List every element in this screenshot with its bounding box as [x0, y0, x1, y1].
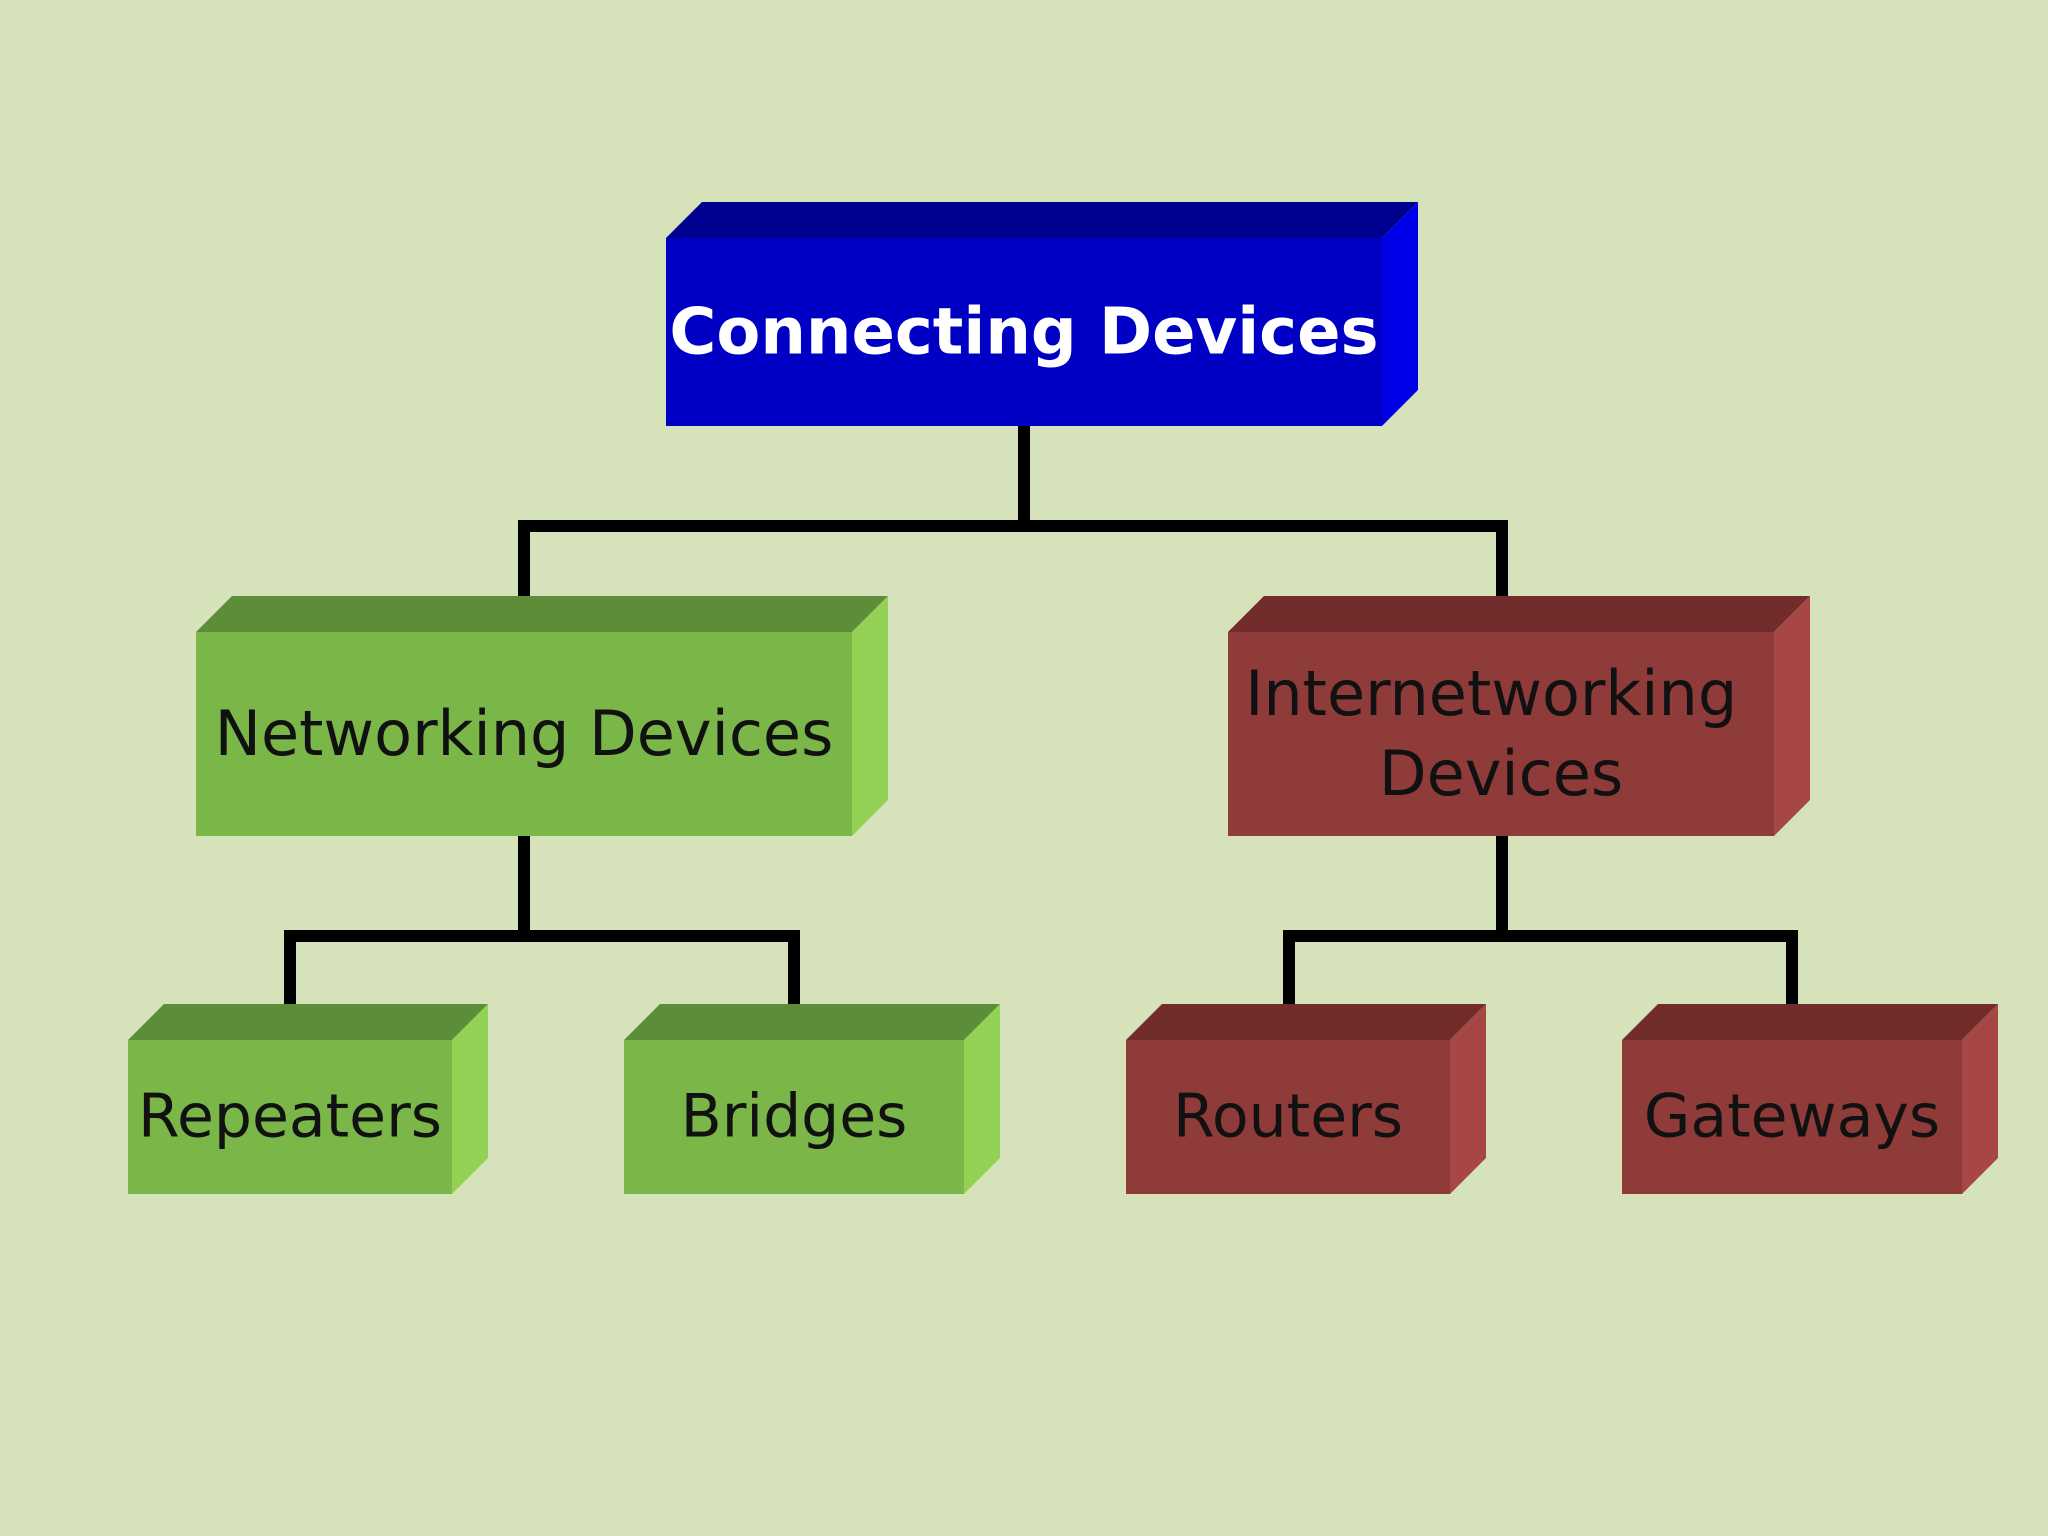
- routers-label: Routers: [1173, 1082, 1403, 1152]
- networking-devices-box: Networking Devices: [196, 596, 888, 836]
- root-branch-connector: [518, 520, 1508, 632]
- networking-box-front: [196, 632, 852, 836]
- networking-box-side: [852, 596, 888, 836]
- internetworking-box-top: [1228, 596, 1810, 632]
- networking-children-connector: [284, 930, 800, 1040]
- root-box-front: [666, 238, 1382, 426]
- gateways-box-top: [1622, 1004, 1998, 1040]
- gateways-box-side: [1962, 1004, 1998, 1194]
- repeaters-label: Repeaters: [138, 1082, 442, 1152]
- repeaters-box-top: [128, 1004, 488, 1040]
- routers-box-side: [1450, 1004, 1486, 1194]
- routers-box: Routers: [1126, 1004, 1486, 1194]
- bridges-label: Bridges: [681, 1082, 908, 1152]
- root-box-top: [666, 202, 1418, 238]
- connecting-devices-box: Connecting Devices: [666, 202, 1418, 426]
- internetworking-children-connector: [1283, 930, 1798, 1040]
- connector-lines: [284, 424, 1798, 1040]
- internetworking-box-side: [1774, 596, 1810, 836]
- networking-box-top: [196, 596, 888, 632]
- internetworking-label-line-1: Internetworking: [1245, 657, 1737, 730]
- routers-box-top: [1126, 1004, 1486, 1040]
- bridges-box-side: [964, 1004, 1000, 1194]
- bridges-box: Bridges: [624, 1004, 1000, 1194]
- routers-box-front: [1126, 1040, 1450, 1194]
- root-label: Connecting Devices: [669, 296, 1378, 370]
- gateways-label: Gateways: [1644, 1082, 1940, 1152]
- gateways-box: Gateways: [1622, 1004, 1998, 1194]
- bridges-box-front: [624, 1040, 964, 1194]
- internetworking-label: Internetworking Devices: [1245, 657, 1757, 810]
- networking-label: Networking Devices: [215, 697, 834, 770]
- bridges-box-top: [624, 1004, 1000, 1040]
- internetworking-box-front: [1228, 632, 1774, 836]
- internetworking-devices-box: Internetworking Devices: [1228, 596, 1810, 836]
- repeaters-box-side: [452, 1004, 488, 1194]
- repeaters-box: Repeaters: [128, 1004, 488, 1194]
- gateways-box-front: [1622, 1040, 1962, 1194]
- repeaters-box-front: [128, 1040, 452, 1194]
- internetworking-label-line-2: Devices: [1379, 737, 1623, 810]
- root-box-side: [1382, 202, 1418, 426]
